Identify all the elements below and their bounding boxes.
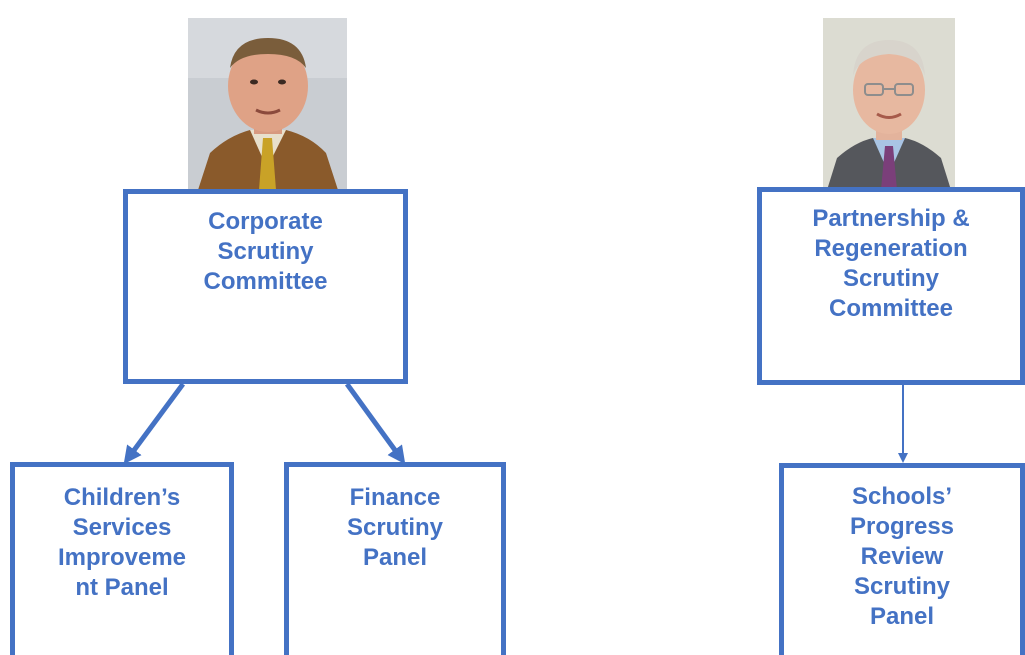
chair-photo-left bbox=[188, 18, 347, 190]
childrens-services-panel-label: Children’s Services Improveme nt Panel bbox=[57, 484, 187, 601]
arrow-corporate-to-childrens bbox=[123, 382, 186, 465]
finance-scrutiny-panel-box: Finance Scrutiny Panel bbox=[284, 462, 506, 655]
arrow-corporate-to-finance bbox=[344, 382, 406, 465]
partnership-regeneration-committee-box: Partnership & Regeneration Scrutiny Comm… bbox=[757, 187, 1025, 385]
chair-photo-right bbox=[823, 18, 955, 190]
corporate-scrutiny-committee-box: Corporate Scrutiny Committee bbox=[123, 189, 408, 384]
schools-progress-panel-label: Schools’ Progress Review Scrutiny Panel bbox=[849, 483, 955, 630]
person-portrait-left bbox=[188, 18, 347, 190]
schools-progress-panel-box: Schools’ Progress Review Scrutiny Panel bbox=[779, 463, 1025, 655]
person-portrait-right bbox=[823, 18, 955, 190]
corporate-scrutiny-committee-label: Corporate Scrutiny Committee bbox=[203, 208, 328, 295]
partnership-regeneration-committee-label: Partnership & Regeneration Scrutiny Comm… bbox=[812, 205, 970, 322]
finance-scrutiny-panel-label: Finance Scrutiny Panel bbox=[346, 484, 444, 571]
childrens-services-panel-box: Children’s Services Improveme nt Panel bbox=[10, 462, 234, 655]
